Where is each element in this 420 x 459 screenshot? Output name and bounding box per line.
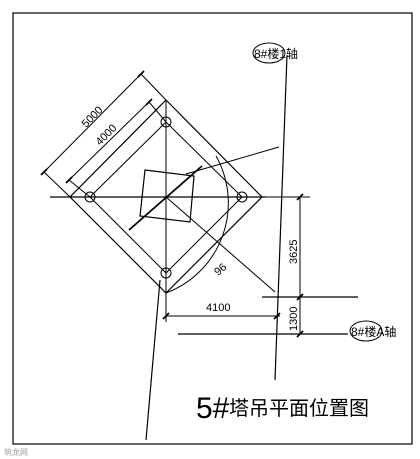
dim-4000-ext-right xyxy=(148,101,167,123)
radius-arc xyxy=(165,155,229,294)
dim-5000-ext-left xyxy=(43,171,71,198)
dim-vertical-tick-bottom xyxy=(296,330,304,338)
dim-4100-tick-right xyxy=(273,312,281,320)
dim-4100-label: 4100 xyxy=(206,302,230,314)
dim-vertical-tick-mid xyxy=(296,293,304,301)
radius-label: 96 xyxy=(212,261,229,278)
column-circle-left xyxy=(84,191,96,203)
dim-3625-label: 3625 xyxy=(288,240,300,264)
dim-5000-ext-right xyxy=(140,73,167,101)
column-circle-top xyxy=(160,116,172,128)
dim-4000-tick-right xyxy=(145,98,153,106)
axis-a-bubble xyxy=(349,320,383,342)
title-number: 5# xyxy=(196,392,230,425)
dim-vertical-tick-top xyxy=(296,193,304,201)
dim-4100-tick-left xyxy=(162,312,170,320)
dim-5000-tick-right xyxy=(137,70,145,78)
axis-1-line xyxy=(274,54,288,381)
axis-1-label: 8#楼1轴 xyxy=(254,46,298,61)
axis-a-label: 8#楼A轴 xyxy=(351,324,396,339)
column-circle-right xyxy=(236,191,248,203)
dim-5000-line xyxy=(43,73,142,173)
mast-diagonal xyxy=(128,165,203,231)
watermark-text: 筑龙网 xyxy=(4,447,28,457)
column-circle-bottom xyxy=(160,267,172,279)
dim-4000-line xyxy=(68,101,150,181)
slanted-boundary-line xyxy=(145,279,161,441)
tower-mast-square xyxy=(139,169,195,223)
drawing-frame xyxy=(12,12,413,445)
dim-5000-label: 5000 xyxy=(80,104,106,130)
dim-1300-label: 1300 xyxy=(288,307,300,331)
dim-4000-tick-left xyxy=(65,176,73,184)
dim-4000-ext-left xyxy=(68,179,91,198)
axis-1-bubble xyxy=(252,42,286,64)
radius-leader-line xyxy=(165,196,276,293)
title-text: 塔吊平面位置图 xyxy=(229,396,369,420)
arc-leader-line xyxy=(185,146,280,175)
dim-5000-tick-left xyxy=(40,168,48,176)
